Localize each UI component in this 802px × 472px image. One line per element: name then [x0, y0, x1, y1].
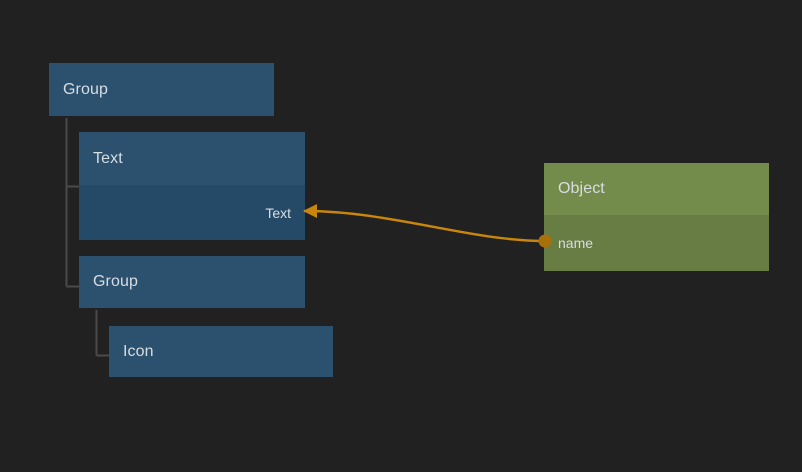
node-object-title: Object — [544, 163, 769, 215]
node-object[interactable]: Object name — [544, 163, 769, 271]
node-group-child[interactable]: Group — [79, 256, 305, 308]
node-icon[interactable]: Icon — [109, 326, 333, 377]
node-group-child-title: Group — [79, 256, 305, 308]
node-object-port-name[interactable]: name — [544, 215, 769, 271]
node-text-title: Text — [79, 132, 305, 185]
node-text-port-text[interactable]: Text — [79, 185, 305, 240]
node-group-root[interactable]: Group — [49, 63, 274, 116]
link-object-name-to-text-text — [303, 209, 547, 243]
node-icon-title: Icon — [109, 326, 333, 377]
node-group-root-title: Group — [49, 63, 274, 116]
node-text[interactable]: Text Text — [79, 132, 305, 240]
link-arrowhead-icon — [303, 204, 317, 218]
